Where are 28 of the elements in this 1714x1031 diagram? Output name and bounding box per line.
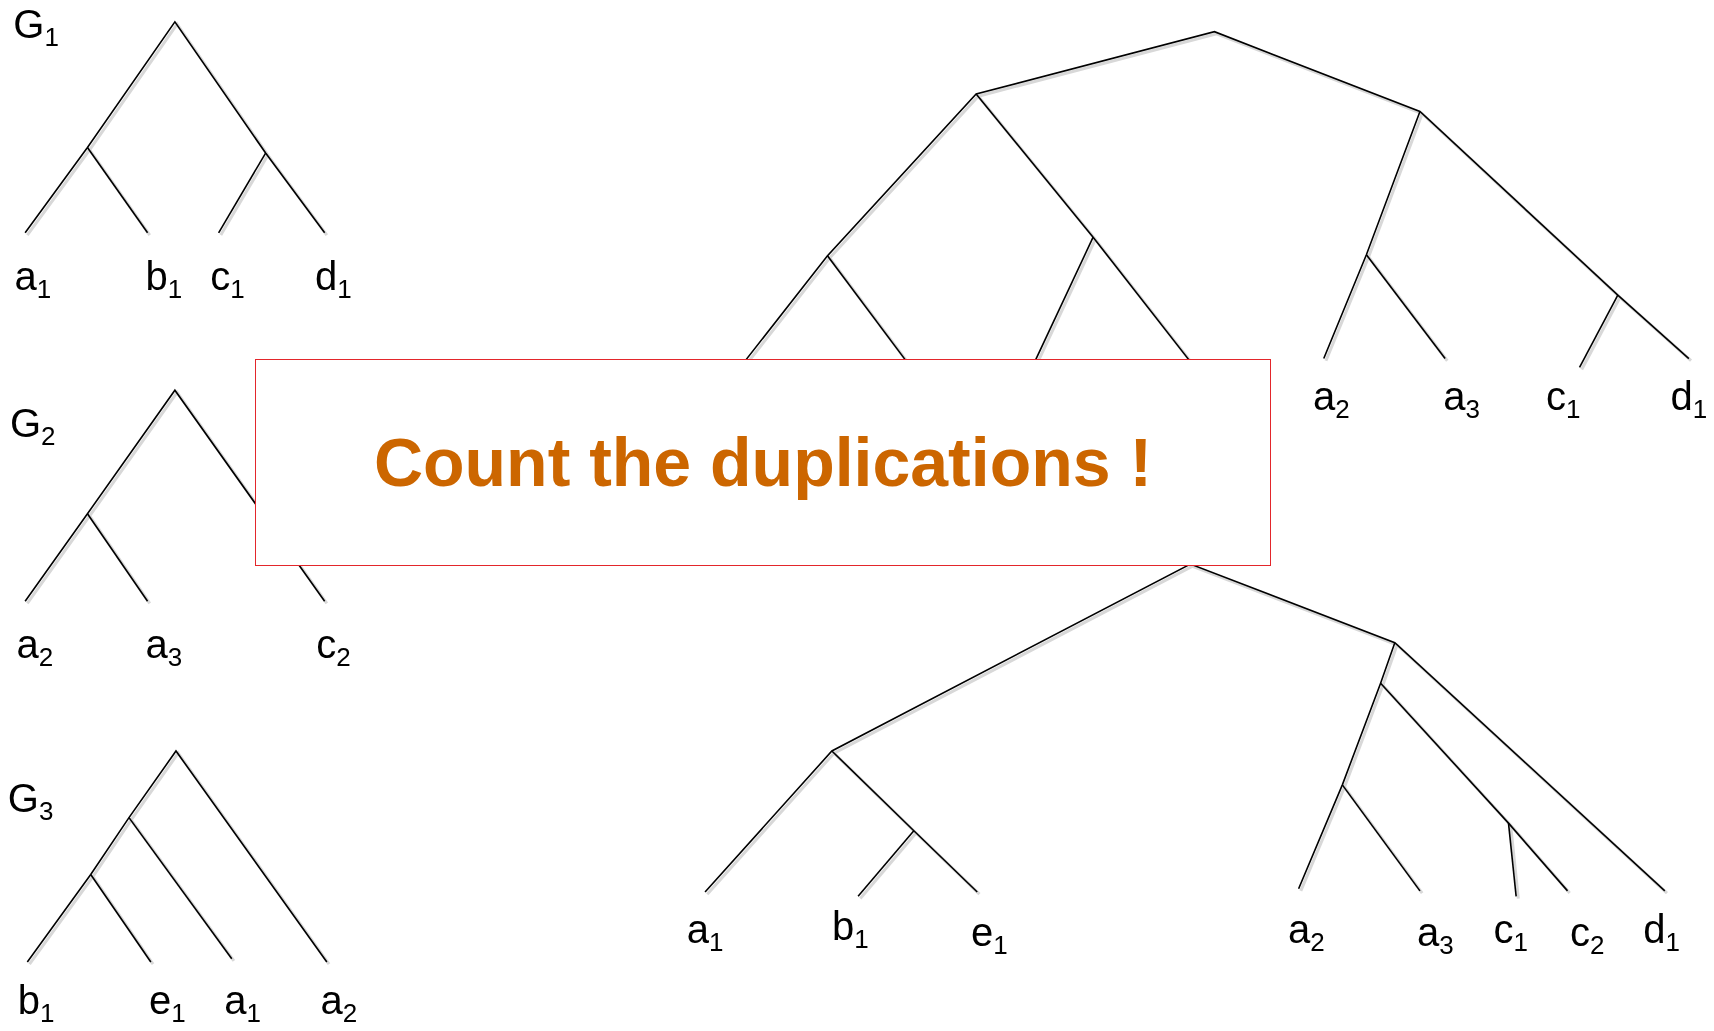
leaf-label: a$_{1}$ xyxy=(14,255,52,302)
leaf-label: c$_{1}$ xyxy=(210,255,245,302)
callout-text: Count the duplications ! xyxy=(373,423,1153,502)
leaf-label: a$_{2}$ xyxy=(16,624,54,670)
leaf-label: a$_{3}$ xyxy=(145,624,183,670)
leaf-label: a$_{1}$ xyxy=(224,980,261,1027)
leaf-label: c$_{1}$ xyxy=(1493,909,1528,956)
leaf-label: b$_{1}$ xyxy=(832,906,869,953)
leaf-label: a$_{2}$ xyxy=(320,980,358,1027)
leaf-label: d$_{1}$ xyxy=(1643,909,1680,956)
leaf-label: a$_{3}$ xyxy=(1443,376,1480,422)
leaf-label: e$_{1}$ xyxy=(970,911,1008,958)
leaf-label: d$_{1}$ xyxy=(315,255,352,302)
tree-name: G$_{2}$ xyxy=(10,403,56,450)
leaf-label: c$_{1}$ xyxy=(1545,376,1581,422)
tree-name: G$_{1}$ xyxy=(13,4,59,51)
leaf-label: b$_{1}$ xyxy=(145,255,183,302)
leaf-label: a$_{1}$ xyxy=(686,909,724,956)
leaf-label: a$_{2}$ xyxy=(1287,909,1325,956)
callout-box xyxy=(254,358,1272,567)
leaf-label: d$_{1}$ xyxy=(1670,376,1708,422)
leaf-label: c$_{2}$ xyxy=(316,624,351,670)
leaf-label: b$_{1}$ xyxy=(17,980,55,1027)
leaf-label: a$_{3}$ xyxy=(1416,911,1454,958)
leaf-label: e$_{1}$ xyxy=(148,980,186,1027)
leaf-label: c$_{2}$ xyxy=(1569,911,1605,958)
leaf-label: a$_{2}$ xyxy=(1313,376,1350,422)
tree-name: G$_{3}$ xyxy=(7,778,54,825)
